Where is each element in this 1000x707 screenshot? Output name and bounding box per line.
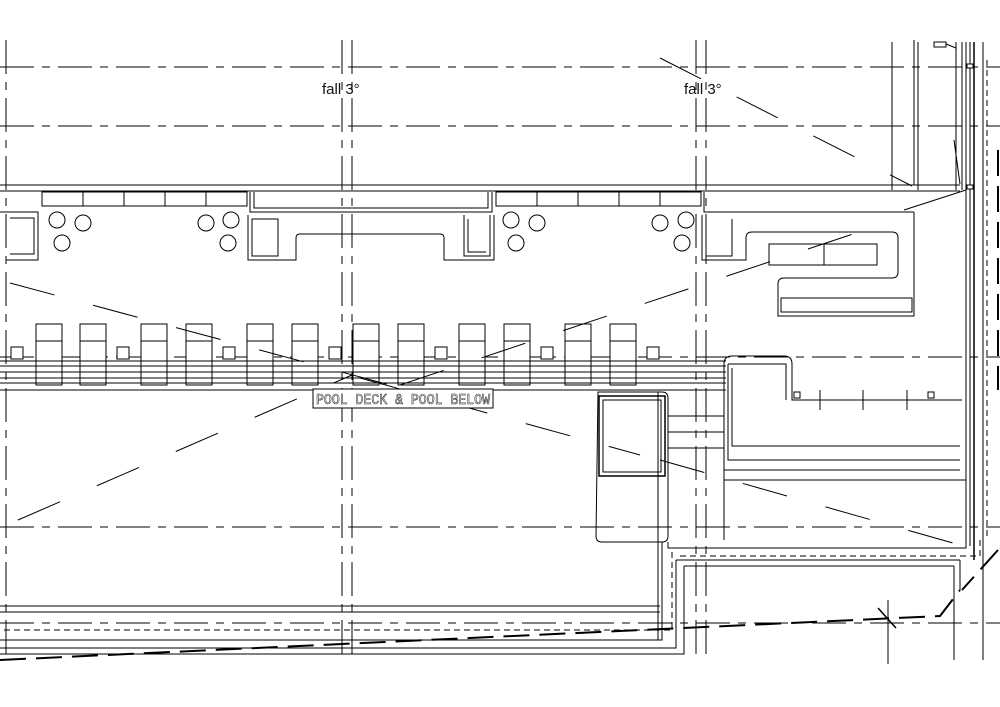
sun-loungers (10, 323, 660, 386)
property-boundary (0, 549, 999, 664)
terrace-edge (0, 40, 960, 192)
spa-area (595, 355, 966, 543)
planter-row-right (495, 191, 702, 207)
seating-outlines (0, 192, 915, 317)
planter-row-left (41, 191, 248, 207)
pool-deck-label-box (312, 388, 494, 409)
fall-label-left: fall 3° (322, 81, 360, 98)
grid-lines (0, 40, 1000, 660)
planter-circles (48, 211, 695, 252)
fall-indicators (9, 57, 967, 546)
pool-deck-label: POOL DECK & POOL BELOW (316, 392, 490, 409)
fall-label-right: fall 3° (684, 81, 722, 98)
lower-deck-lines (0, 392, 981, 660)
